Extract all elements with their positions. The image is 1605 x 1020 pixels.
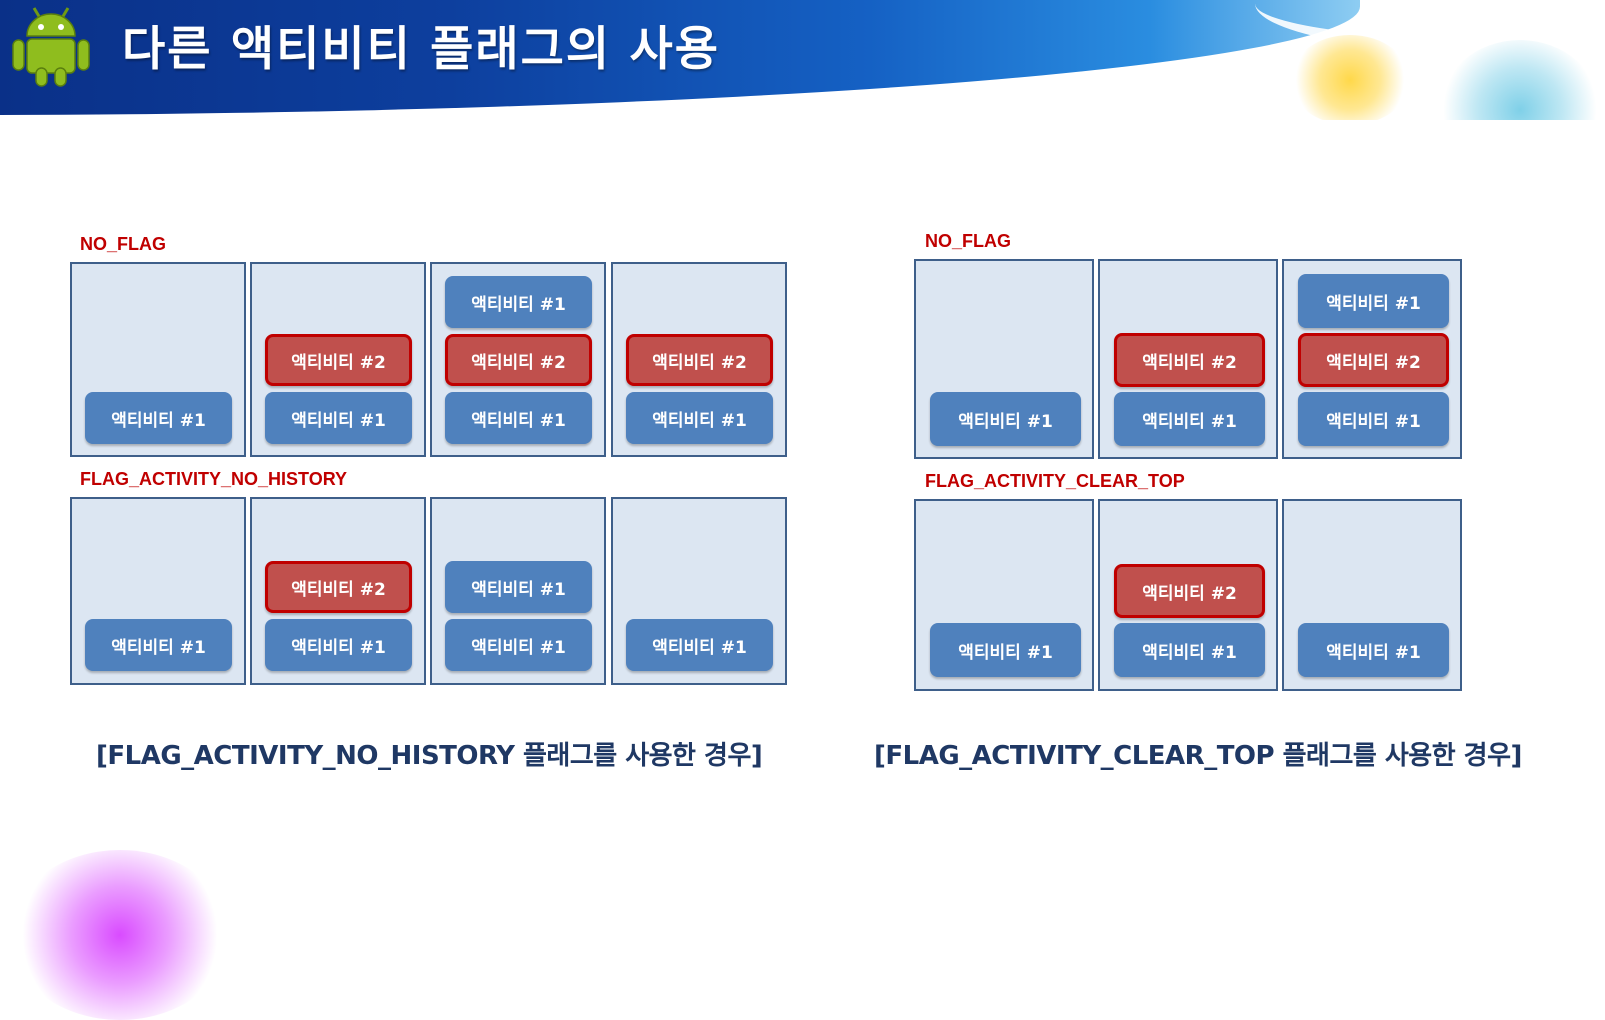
activity-1-block: 액티비티 #1 [445, 561, 592, 613]
activity-2-block: 액티비티 #2 [626, 334, 773, 386]
activity-2-block: 액티비티 #2 [265, 561, 412, 613]
activity-2-block: 액티비티 #2 [1298, 333, 1449, 387]
left-top-stack-2: 액티비티 #2 액티비티 #1 [250, 262, 426, 457]
activity-1-block: 액티비티 #1 [930, 392, 1081, 446]
left-top-flag-label: NO_FLAG [80, 234, 167, 254]
activity-1-block: 액티비티 #1 [265, 392, 412, 444]
activity-1-block: 액티비티 #1 [1114, 623, 1265, 677]
right-top-stack-1: 액티비티 #1 [914, 259, 1094, 459]
purple-glow [10, 850, 230, 1020]
activity-2-block: 액티비티 #2 [265, 334, 412, 386]
activity-2-block: 액티비티 #2 [445, 334, 592, 386]
activity-1-block: 액티비티 #1 [1298, 274, 1449, 328]
right-bottom-flag-label: FLAG_ACTIVITY_CLEAR_TOP [925, 471, 1185, 491]
page-title: 다른 액티비티 플래그의 사용 [122, 22, 720, 77]
activity-1-block: 액티비티 #1 [265, 619, 412, 671]
activity-1-block: 액티비티 #1 [626, 392, 773, 444]
activity-1-block: 액티비티 #1 [445, 392, 592, 444]
activity-1-block: 액티비티 #1 [1298, 392, 1449, 446]
left-top-stack-3: 액티비티 #1 액티비티 #2 액티비티 #1 [430, 262, 606, 457]
right-caption: [FLAG_ACTIVITY_CLEAR_TOP 플래그를 사용한 경우] [874, 741, 1522, 771]
activity-1-block: 액티비티 #1 [1114, 392, 1265, 446]
activity-1-block: 액티비티 #1 [85, 392, 232, 444]
right-top-stack-2: 액티비티 #2 액티비티 #1 [1098, 259, 1278, 459]
activity-1-block: 액티비티 #1 [85, 619, 232, 671]
left-bottom-stack-1: 액티비티 #1 [70, 497, 246, 685]
right-bottom-stack-3: 액티비티 #1 [1282, 499, 1462, 691]
yellow-glow [1290, 35, 1410, 120]
right-bottom-stack-1: 액티비티 #1 [914, 499, 1094, 691]
header-banner: 다른 액티비티 플래그의 사용 [0, 0, 1605, 120]
left-bottom-stack-4: 액티비티 #1 [611, 497, 787, 685]
left-top-stack-4: 액티비티 #2 액티비티 #1 [611, 262, 787, 457]
activity-1-block: 액티비티 #1 [445, 619, 592, 671]
right-bottom-stack-2: 액티비티 #2 액티비티 #1 [1098, 499, 1278, 691]
activity-1-block: 액티비티 #1 [445, 276, 592, 328]
right-top-flag-label: NO_FLAG [925, 231, 1012, 251]
left-top-stack-1: 액티비티 #1 [70, 262, 246, 457]
activity-2-block: 액티비티 #2 [1114, 564, 1265, 618]
android-logo-icon [12, 7, 90, 87]
right-top-stack-3: 액티비티 #1 액티비티 #2 액티비티 #1 [1282, 259, 1462, 459]
left-bottom-stack-2: 액티비티 #2 액티비티 #1 [250, 497, 426, 685]
activity-1-block: 액티비티 #1 [626, 619, 773, 671]
left-caption: [FLAG_ACTIVITY_NO_HISTORY 플래그를 사용한 경우] [96, 741, 763, 771]
left-bottom-flag-label: FLAG_ACTIVITY_NO_HISTORY [80, 469, 348, 489]
activity-1-block: 액티비티 #1 [1298, 623, 1449, 677]
activity-2-block: 액티비티 #2 [1114, 333, 1265, 387]
left-bottom-stack-3: 액티비티 #1 액티비티 #1 [430, 497, 606, 685]
activity-1-block: 액티비티 #1 [930, 623, 1081, 677]
